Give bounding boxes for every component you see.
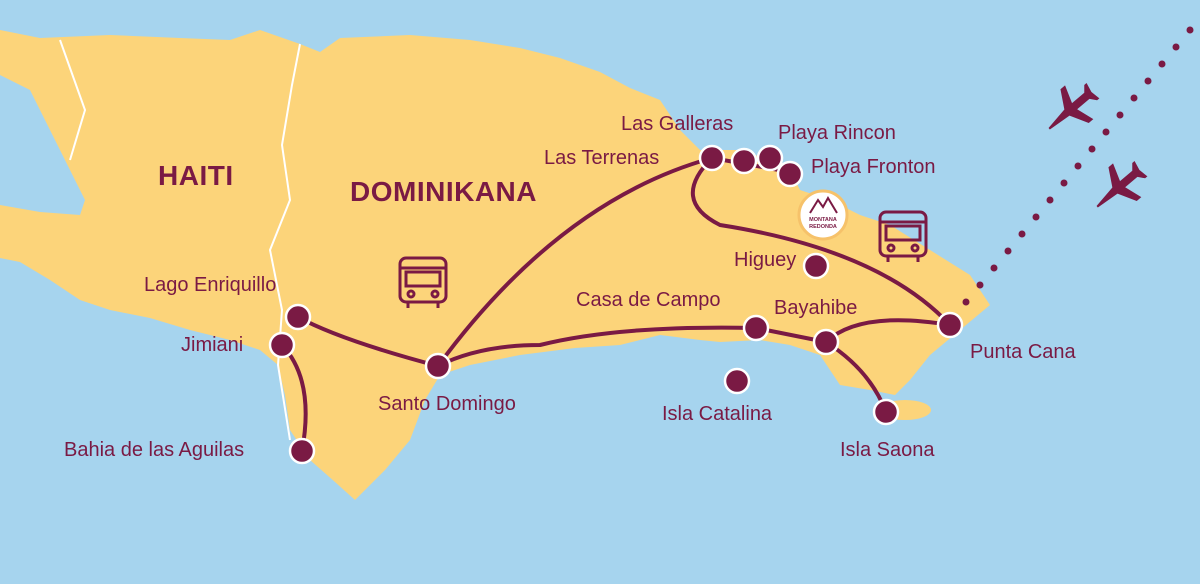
svg-text:REDONDA: REDONDA [809, 224, 837, 230]
place-label-jimiani: Jimiani [181, 334, 244, 356]
marker-punta-cana[interactable] [936, 311, 964, 339]
place-label-playa-fronton: Playa Fronton [811, 156, 936, 178]
place-label-bayahibe: Bayahibe [774, 297, 858, 319]
svg-text:MONTANA: MONTANA [809, 217, 837, 223]
place-label-punta-cana: Punta Cana [970, 341, 1076, 363]
marker-santo-domingo[interactable] [424, 352, 452, 380]
marker-casa-de-campo[interactable] [742, 314, 770, 342]
marker-las-galleras[interactable] [730, 147, 758, 175]
montana-redonda-logo: MONTANA REDONDA [797, 189, 849, 241]
marker-isla-catalina[interactable] [723, 367, 751, 395]
marker-lago-enriquillo[interactable] [284, 303, 312, 331]
marker-jimiani[interactable] [268, 331, 296, 359]
place-label-higuey: Higuey [734, 249, 797, 271]
place-label-las-terrenas: Las Terrenas [544, 147, 660, 169]
gulf-of-gonave [0, 75, 85, 215]
marker-playa-rincon[interactable] [756, 144, 784, 172]
place-label-playa-rincon: Playa Rincon [778, 122, 896, 144]
country-label-dominikana: DOMINIKANA [350, 176, 537, 207]
airplane-icon [1048, 83, 1100, 130]
route-las-terrenas-punta-cana [691, 156, 952, 327]
marker-higuey[interactable] [802, 252, 830, 280]
place-label-bahia-de-las-aguilas: Bahia de las Aguilas [64, 439, 245, 461]
route-santo-domingo-casa [436, 325, 758, 368]
place-label-isla-catalina: Isla Catalina [662, 403, 773, 425]
place-label-casa-de-campo: Casa de Campo [576, 289, 721, 311]
marker-bahia-de-las-aguilas[interactable] [288, 437, 316, 465]
place-label-santo-domingo: Santo Domingo [378, 393, 516, 415]
haiti-inner-line [59, 39, 87, 161]
marker-las-terrenas[interactable] [698, 144, 726, 172]
marker-bayahibe[interactable] [812, 328, 840, 356]
hispaniola-island [0, 30, 990, 500]
country-label-haiti: HAITI [158, 160, 234, 191]
marker-isla-saona[interactable] [872, 398, 900, 426]
route-santo-domingo-las-terrenas [436, 156, 714, 368]
bus-icon [878, 210, 928, 262]
marker-playa-fronton[interactable] [776, 160, 804, 188]
place-label-las-galleras: Las Galleras [621, 113, 734, 135]
flight-path [962, 26, 1194, 306]
place-label-lago-enriquillo: Lago Enriquillo [144, 274, 277, 296]
place-label-isla-saona: Isla Saona [840, 439, 935, 461]
airplane-icon [1096, 161, 1148, 208]
bus-icon [398, 256, 448, 308]
haiti-west-land [0, 215, 80, 272]
